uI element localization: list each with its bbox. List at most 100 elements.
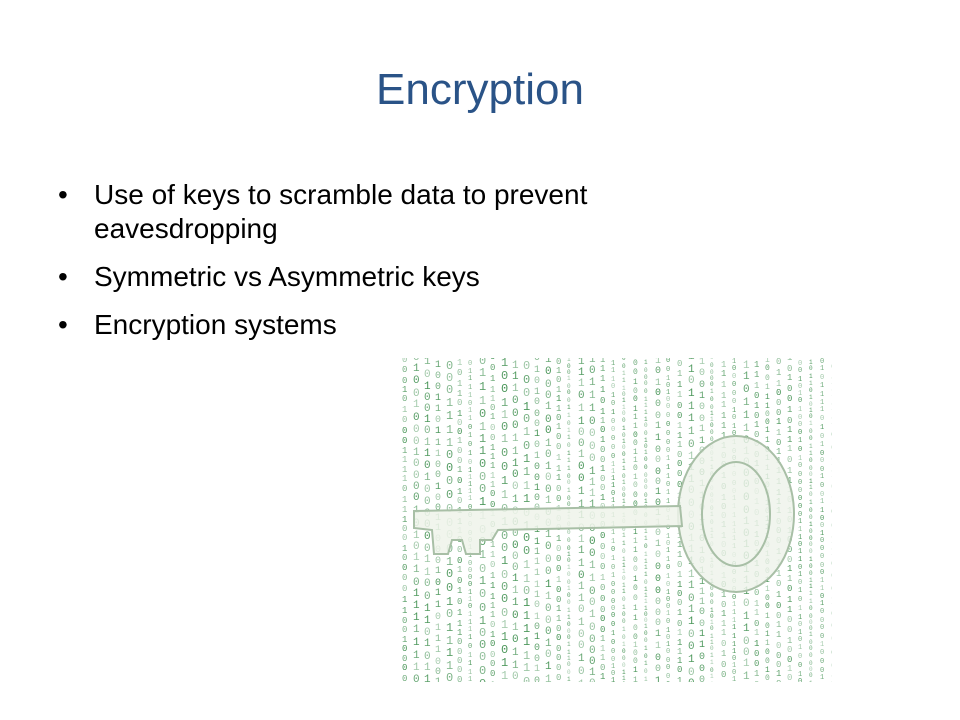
svg-text:0: 0 bbox=[831, 557, 832, 571]
svg-text:0: 0 bbox=[523, 359, 530, 373]
svg-text:0: 0 bbox=[589, 645, 596, 657]
svg-text:0: 0 bbox=[721, 660, 726, 670]
svg-text:1: 1 bbox=[732, 676, 736, 682]
svg-text:1: 1 bbox=[457, 379, 462, 389]
svg-text:1: 1 bbox=[490, 610, 495, 620]
svg-text:0: 0 bbox=[479, 638, 486, 652]
svg-text:1: 1 bbox=[534, 632, 540, 643]
svg-text:0: 0 bbox=[446, 474, 453, 488]
svg-text:1: 1 bbox=[655, 378, 661, 389]
svg-text:0: 0 bbox=[787, 655, 792, 665]
svg-text:0: 0 bbox=[446, 607, 453, 621]
svg-text:1: 1 bbox=[688, 413, 695, 425]
svg-text:0: 0 bbox=[644, 374, 648, 381]
svg-text:0: 0 bbox=[413, 358, 420, 364]
svg-text:0: 0 bbox=[556, 644, 561, 654]
svg-text:1: 1 bbox=[831, 493, 832, 507]
svg-text:0: 0 bbox=[402, 553, 407, 563]
svg-text:0: 0 bbox=[831, 360, 832, 374]
svg-text:1: 1 bbox=[567, 404, 571, 411]
svg-text:1: 1 bbox=[633, 528, 638, 537]
svg-text:1: 1 bbox=[490, 412, 495, 422]
svg-text:0: 0 bbox=[765, 622, 770, 631]
svg-text:1: 1 bbox=[622, 556, 626, 563]
svg-text:0: 0 bbox=[622, 410, 626, 417]
svg-text:0: 0 bbox=[809, 528, 813, 535]
svg-text:0: 0 bbox=[732, 414, 736, 422]
svg-text:1: 1 bbox=[710, 681, 714, 682]
svg-text:0: 0 bbox=[413, 492, 420, 504]
svg-text:0: 0 bbox=[699, 619, 705, 630]
svg-text:0: 0 bbox=[798, 653, 802, 661]
svg-text:1: 1 bbox=[402, 515, 407, 525]
svg-text:1: 1 bbox=[402, 474, 407, 484]
svg-text:0: 0 bbox=[523, 531, 530, 545]
svg-text:1: 1 bbox=[567, 607, 571, 614]
svg-text:0: 0 bbox=[754, 649, 759, 659]
svg-text:0: 0 bbox=[589, 597, 596, 609]
svg-text:1: 1 bbox=[611, 409, 615, 417]
svg-text:1: 1 bbox=[578, 403, 585, 415]
svg-text:1: 1 bbox=[721, 360, 726, 370]
svg-text:0: 0 bbox=[567, 661, 571, 668]
svg-text:0: 0 bbox=[446, 671, 453, 682]
svg-text:0: 0 bbox=[787, 455, 792, 465]
svg-text:1: 1 bbox=[545, 461, 552, 473]
svg-text:0: 0 bbox=[798, 462, 802, 470]
svg-text:1: 1 bbox=[545, 591, 552, 603]
svg-text:0: 0 bbox=[556, 554, 561, 564]
svg-text:1: 1 bbox=[545, 638, 552, 650]
svg-text:0: 0 bbox=[820, 658, 824, 666]
svg-text:0: 0 bbox=[468, 560, 472, 568]
svg-text:1: 1 bbox=[732, 358, 736, 366]
svg-text:1: 1 bbox=[721, 609, 726, 619]
svg-text:1: 1 bbox=[490, 374, 495, 384]
svg-text:1: 1 bbox=[501, 474, 508, 488]
svg-text:1: 1 bbox=[754, 420, 759, 430]
svg-text:0: 0 bbox=[622, 363, 626, 370]
svg-text:0: 0 bbox=[512, 610, 519, 622]
svg-text:0: 0 bbox=[633, 359, 638, 368]
svg-text:0: 0 bbox=[798, 421, 802, 429]
svg-text:0: 0 bbox=[622, 648, 626, 655]
svg-text:0: 0 bbox=[710, 429, 714, 436]
svg-text:1: 1 bbox=[754, 608, 759, 618]
svg-text:1: 1 bbox=[600, 644, 605, 654]
svg-text:1: 1 bbox=[611, 529, 615, 537]
svg-text:1: 1 bbox=[666, 464, 670, 472]
svg-text:0: 0 bbox=[490, 433, 495, 443]
svg-text:1: 1 bbox=[765, 612, 770, 621]
svg-text:0: 0 bbox=[578, 629, 585, 641]
svg-text:0: 0 bbox=[633, 594, 638, 603]
svg-text:1: 1 bbox=[699, 597, 705, 608]
svg-text:0: 0 bbox=[501, 460, 508, 474]
svg-text:0: 0 bbox=[666, 581, 670, 589]
svg-text:1: 1 bbox=[413, 399, 420, 411]
svg-text:0: 0 bbox=[644, 380, 648, 387]
svg-text:1: 1 bbox=[501, 669, 508, 682]
svg-text:0: 0 bbox=[732, 381, 736, 389]
svg-text:0: 0 bbox=[589, 365, 596, 377]
svg-text:0: 0 bbox=[446, 383, 453, 397]
svg-text:0: 0 bbox=[457, 656, 462, 666]
svg-text:0: 0 bbox=[534, 409, 540, 420]
svg-text:0: 0 bbox=[402, 365, 407, 375]
svg-text:1: 1 bbox=[809, 443, 813, 450]
svg-text:0: 0 bbox=[787, 673, 792, 682]
svg-text:1: 1 bbox=[743, 360, 750, 372]
svg-text:1: 1 bbox=[512, 660, 519, 672]
svg-text:0: 0 bbox=[490, 669, 495, 679]
svg-text:1: 1 bbox=[468, 407, 472, 415]
svg-text:0: 0 bbox=[611, 418, 615, 426]
svg-text:0: 0 bbox=[644, 388, 648, 395]
svg-text:1: 1 bbox=[501, 554, 508, 568]
svg-text:1: 1 bbox=[743, 671, 750, 682]
svg-text:0: 0 bbox=[424, 403, 431, 415]
svg-text:1: 1 bbox=[743, 423, 750, 435]
svg-text:1: 1 bbox=[468, 676, 472, 682]
svg-text:1: 1 bbox=[776, 630, 781, 640]
svg-text:1: 1 bbox=[776, 368, 781, 378]
svg-text:0: 0 bbox=[611, 621, 615, 629]
svg-text:1: 1 bbox=[468, 375, 472, 383]
svg-text:0: 0 bbox=[567, 369, 571, 376]
